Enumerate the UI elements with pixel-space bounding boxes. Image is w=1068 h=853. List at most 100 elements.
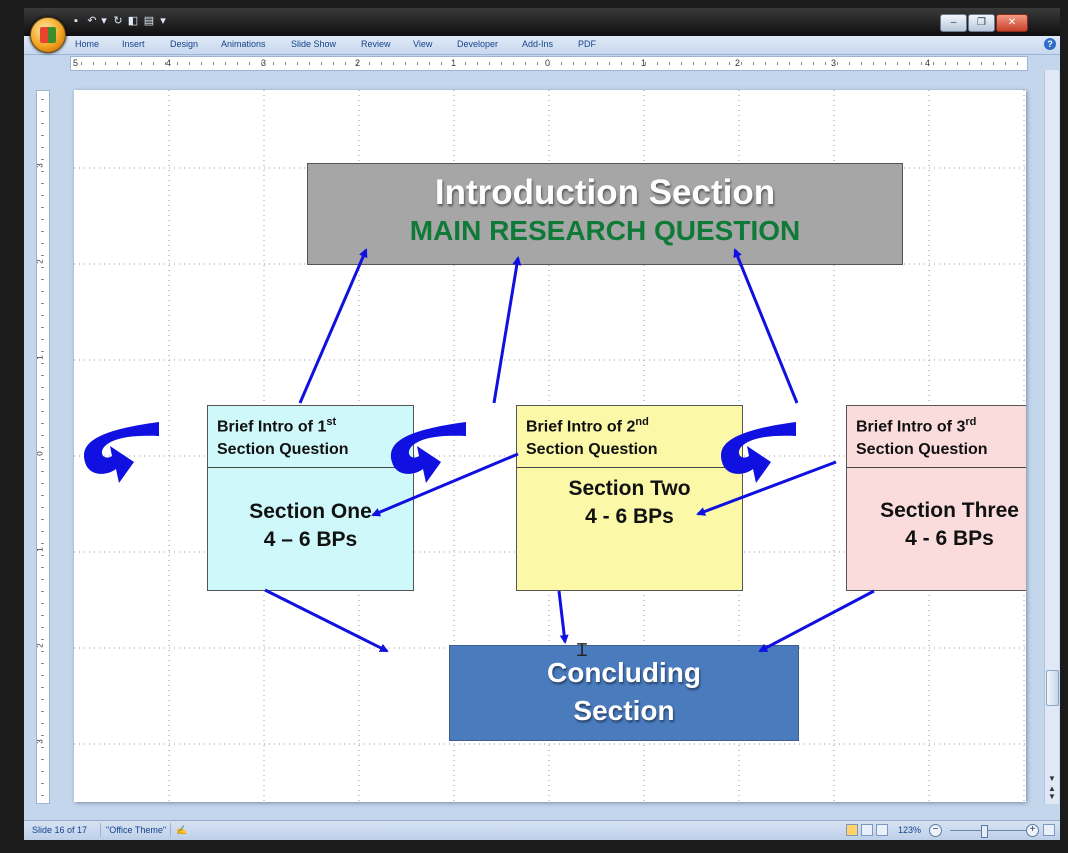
ruler-tick	[549, 62, 550, 65]
ruler-tick	[41, 351, 44, 352]
ruler-tick	[417, 62, 418, 65]
ruler-tick	[813, 62, 814, 65]
tab-animations[interactable]: Animations	[221, 39, 266, 49]
section-divider	[517, 467, 742, 468]
tab-slide-show[interactable]: Slide Show	[291, 39, 337, 49]
ruler-tick	[669, 62, 670, 65]
ruler-tick	[837, 62, 838, 65]
ruler-tick	[41, 399, 44, 400]
ruler-tick	[429, 62, 430, 65]
ruler-tick	[41, 759, 44, 760]
ruler-tick	[41, 555, 44, 556]
ruler-tick	[873, 62, 874, 65]
zoom-slider-thumb[interactable]	[981, 825, 988, 838]
vertical-scrollbar[interactable]: ▼ ▲ ▼	[1044, 70, 1059, 804]
restore-button[interactable]: ❐	[968, 14, 995, 32]
spelling-check-icon[interactable]: ✍	[176, 825, 188, 835]
undo-icon[interactable]: ↶	[87, 15, 97, 27]
undo-dropdown-icon[interactable]: ▾	[101, 15, 107, 27]
minimize-button[interactable]: –	[940, 14, 967, 32]
tab-insert[interactable]: Insert	[122, 39, 145, 49]
next-slide-icon[interactable]: ▼	[1048, 792, 1056, 801]
ruler-tick	[225, 62, 226, 65]
normal-view-icon[interactable]	[846, 824, 858, 836]
theme-name: "Office Theme"	[106, 825, 167, 835]
status-divider	[100, 823, 101, 837]
ruler-tick	[41, 639, 44, 640]
tab-pdf[interactable]: PDF	[578, 39, 596, 49]
tab-home[interactable]: Home	[75, 39, 100, 49]
ruler-tick	[41, 687, 44, 688]
office-button[interactable]	[30, 17, 66, 53]
ruler-tick	[945, 62, 946, 65]
zoom-slider[interactable]	[950, 830, 1026, 831]
ruler-tick	[705, 62, 706, 65]
redo-icon[interactable]: ↻	[113, 15, 123, 27]
slide-canvas[interactable]: Introduction Section MAIN RESEARCH QUEST…	[74, 90, 1026, 802]
ruler-tick	[537, 62, 538, 65]
title-bar: ▪ ↶ ▾ ↻ ◧ ▤ ▾ – ❐ ✕	[24, 8, 1060, 36]
zoom-out-icon[interactable]: −	[929, 824, 942, 837]
ruler-tick	[41, 411, 44, 412]
ruler-label: 0	[545, 58, 551, 68]
ruler-tick	[849, 62, 850, 65]
ruler-tick	[981, 62, 982, 65]
tab-view[interactable]: View	[413, 39, 433, 49]
ruler-tick	[501, 62, 502, 65]
ruler-tick	[525, 62, 526, 65]
print-preview-icon[interactable]: ◧	[127, 15, 139, 27]
scroll-down-arrow-icon[interactable]: ▼	[1048, 774, 1056, 783]
customize-toolbar-icon[interactable]: ▾	[160, 15, 166, 27]
tab-developer[interactable]: Developer	[457, 39, 499, 49]
help-icon[interactable]: ?	[1044, 38, 1056, 50]
office-logo-icon	[40, 27, 56, 43]
slide-sorter-view-icon[interactable]	[861, 824, 873, 836]
ruler-tick	[41, 279, 44, 280]
tab-review[interactable]: Review	[361, 39, 391, 49]
ruler-tick	[41, 723, 44, 724]
ruler-tick	[41, 531, 44, 532]
ruler-tick	[41, 291, 44, 292]
close-button[interactable]: ✕	[996, 14, 1028, 32]
tab-design[interactable]: Design	[170, 39, 199, 49]
fit-to-window-icon[interactable]	[1043, 824, 1055, 836]
ruler-tick	[357, 62, 358, 65]
ruler-tick	[453, 62, 454, 65]
new-slide-icon[interactable]: ▤	[143, 15, 155, 27]
tab-add-ins[interactable]: Add-Ins	[522, 39, 554, 49]
ruler-tick	[909, 62, 910, 65]
ruler-tick	[969, 62, 970, 65]
ruler-label: 3	[36, 163, 45, 168]
ruler-label: 0	[36, 451, 45, 456]
ruler-tick	[41, 651, 44, 652]
previous-slide-icon[interactable]: ▲	[1048, 784, 1056, 793]
ruler-tick	[165, 62, 166, 65]
ruler-tick	[957, 62, 958, 65]
zoom-level[interactable]: 123%	[898, 825, 922, 835]
section-divider	[208, 467, 413, 468]
ruler-tick	[41, 543, 44, 544]
zoom-in-icon[interactable]: +	[1026, 824, 1039, 837]
ruler-label: 4	[166, 58, 172, 68]
horizontal-ruler[interactable]: 5 4 3 2 1 0 1 2 3 4	[70, 56, 1028, 71]
ruler-tick	[297, 62, 298, 65]
section-one-title: Section One	[249, 500, 372, 523]
introduction-box[interactable]: Introduction Section MAIN RESEARCH QUEST…	[307, 163, 903, 265]
ruler-tick	[633, 62, 634, 65]
vertical-ruler[interactable]: 3 2 1 0 1 2 3	[36, 90, 50, 804]
save-icon[interactable]: ▪	[74, 15, 78, 27]
ruler-tick	[885, 62, 886, 65]
ruler-tick	[369, 62, 370, 65]
ruler-tick	[921, 62, 922, 65]
slide-show-view-icon[interactable]	[876, 824, 888, 836]
ruler-tick	[105, 62, 106, 65]
scrollbar-thumb[interactable]	[1046, 670, 1059, 706]
section-three-title: Section Three	[880, 499, 1019, 522]
